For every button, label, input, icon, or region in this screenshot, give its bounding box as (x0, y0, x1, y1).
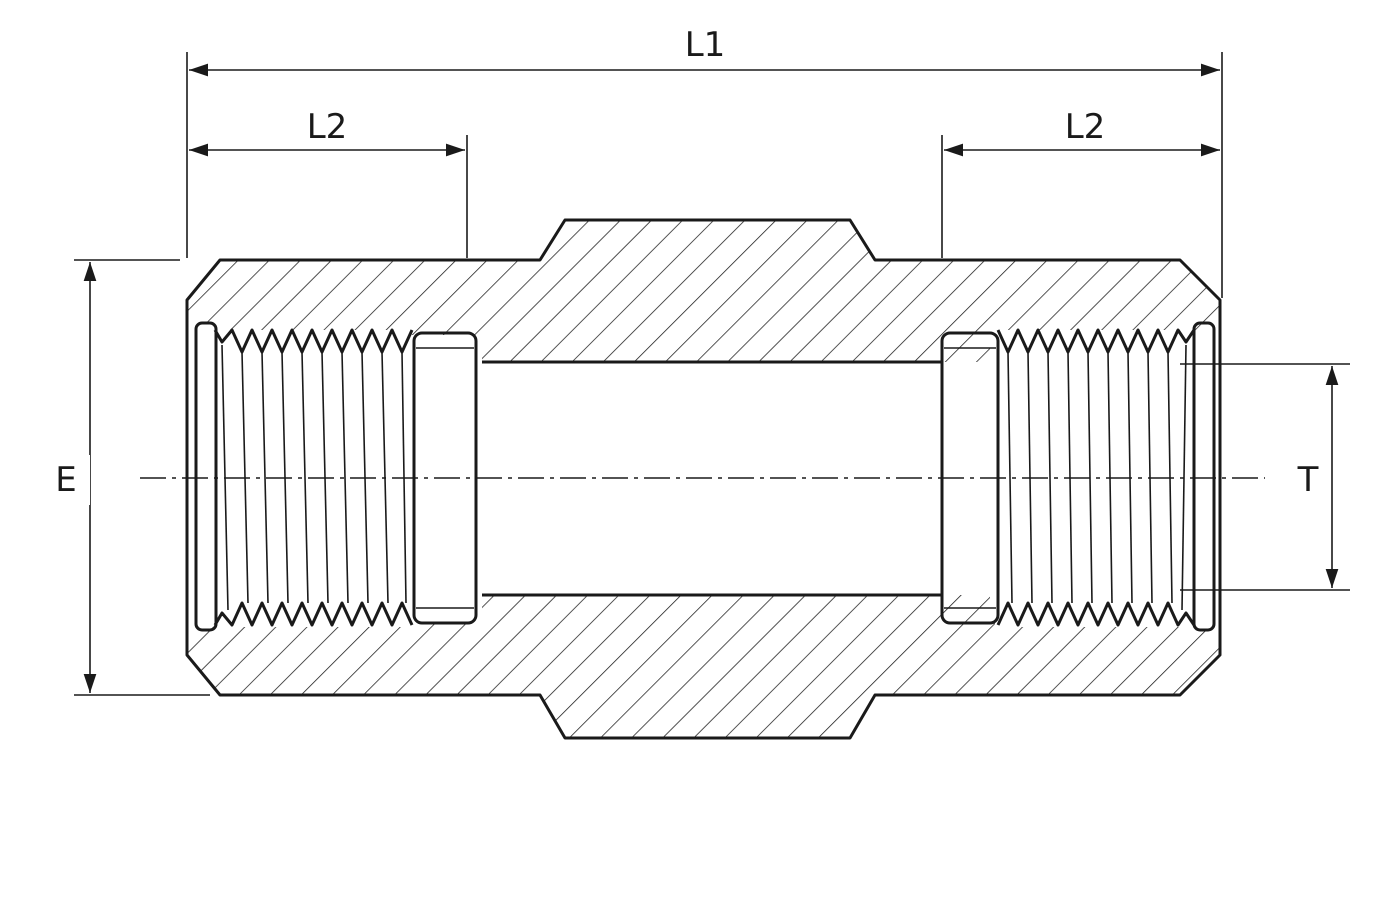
label-l2-right: L2 (1065, 107, 1106, 147)
label-t: T (1297, 460, 1319, 500)
outer-body-outline (185, 218, 1222, 740)
extension-lines (74, 52, 1350, 696)
label-l2-left: L2 (307, 107, 348, 147)
left-threaded-port (194, 321, 478, 632)
right-threaded-port (940, 321, 1216, 632)
label-l1: L1 (685, 25, 726, 65)
upper-wall-section (187, 220, 1220, 362)
lower-wall-section (187, 595, 1220, 738)
label-e: E (55, 460, 76, 500)
